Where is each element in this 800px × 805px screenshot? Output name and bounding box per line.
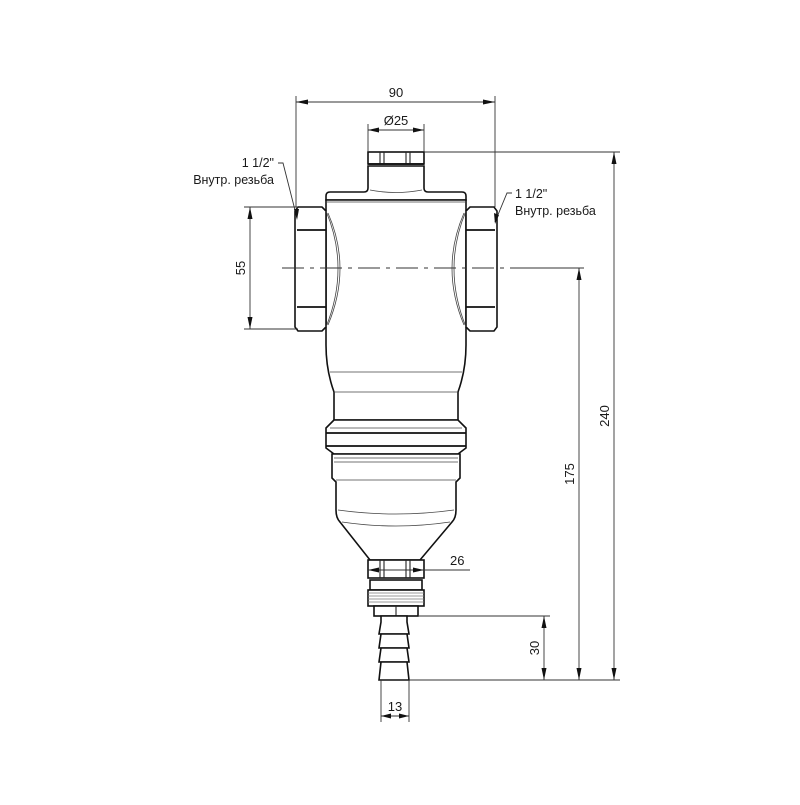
- left-inlet-nut: [294, 206, 327, 332]
- left-port-annotation: 1 1/2" Внутр. резьба: [193, 156, 299, 220]
- dimension-overall-width: 90: [295, 85, 496, 207]
- filter-body: [294, 151, 498, 681]
- collar-ring: [325, 419, 467, 455]
- right-port-annotation: 1 1/2" Внутр. резьба: [494, 187, 596, 224]
- top-neck: [325, 165, 467, 201]
- drain-collar: [369, 579, 423, 591]
- dimension-drain-nut: 26: [368, 553, 470, 573]
- dim-240-label: 240: [597, 405, 612, 427]
- dim-175-label: 175: [562, 463, 577, 485]
- right-port-size: 1 1/2": [515, 187, 547, 201]
- top-cap-nut: [367, 151, 425, 165]
- dim-30-label: 30: [527, 641, 542, 655]
- dimension-top-diameter: Ø25: [367, 113, 425, 152]
- dim-26-label: 26: [450, 553, 464, 568]
- drain-thread: [367, 589, 425, 607]
- dim-13-label: 13: [388, 699, 402, 714]
- dimension-overall-height: 240: [424, 151, 620, 680]
- hose-barb: [378, 615, 410, 681]
- dimension-axis-to-bottom: 175: [512, 267, 584, 680]
- filter-bowl: [331, 453, 461, 561]
- main-body: [325, 199, 467, 421]
- left-port-size: 1 1/2": [242, 156, 274, 170]
- left-port-thread: Внутр. резьба: [193, 173, 274, 187]
- dimension-inlet-height: 55: [233, 206, 298, 330]
- dimension-barb-length: 30: [409, 615, 620, 681]
- dim-25-label: Ø25: [384, 113, 409, 128]
- right-port-thread: Внутр. резьба: [515, 204, 596, 218]
- dimension-hose-barb: 13: [380, 680, 410, 722]
- dim-90-label: 90: [389, 85, 403, 100]
- dim-55-label: 55: [233, 261, 248, 275]
- right-inlet-nut: [465, 206, 498, 332]
